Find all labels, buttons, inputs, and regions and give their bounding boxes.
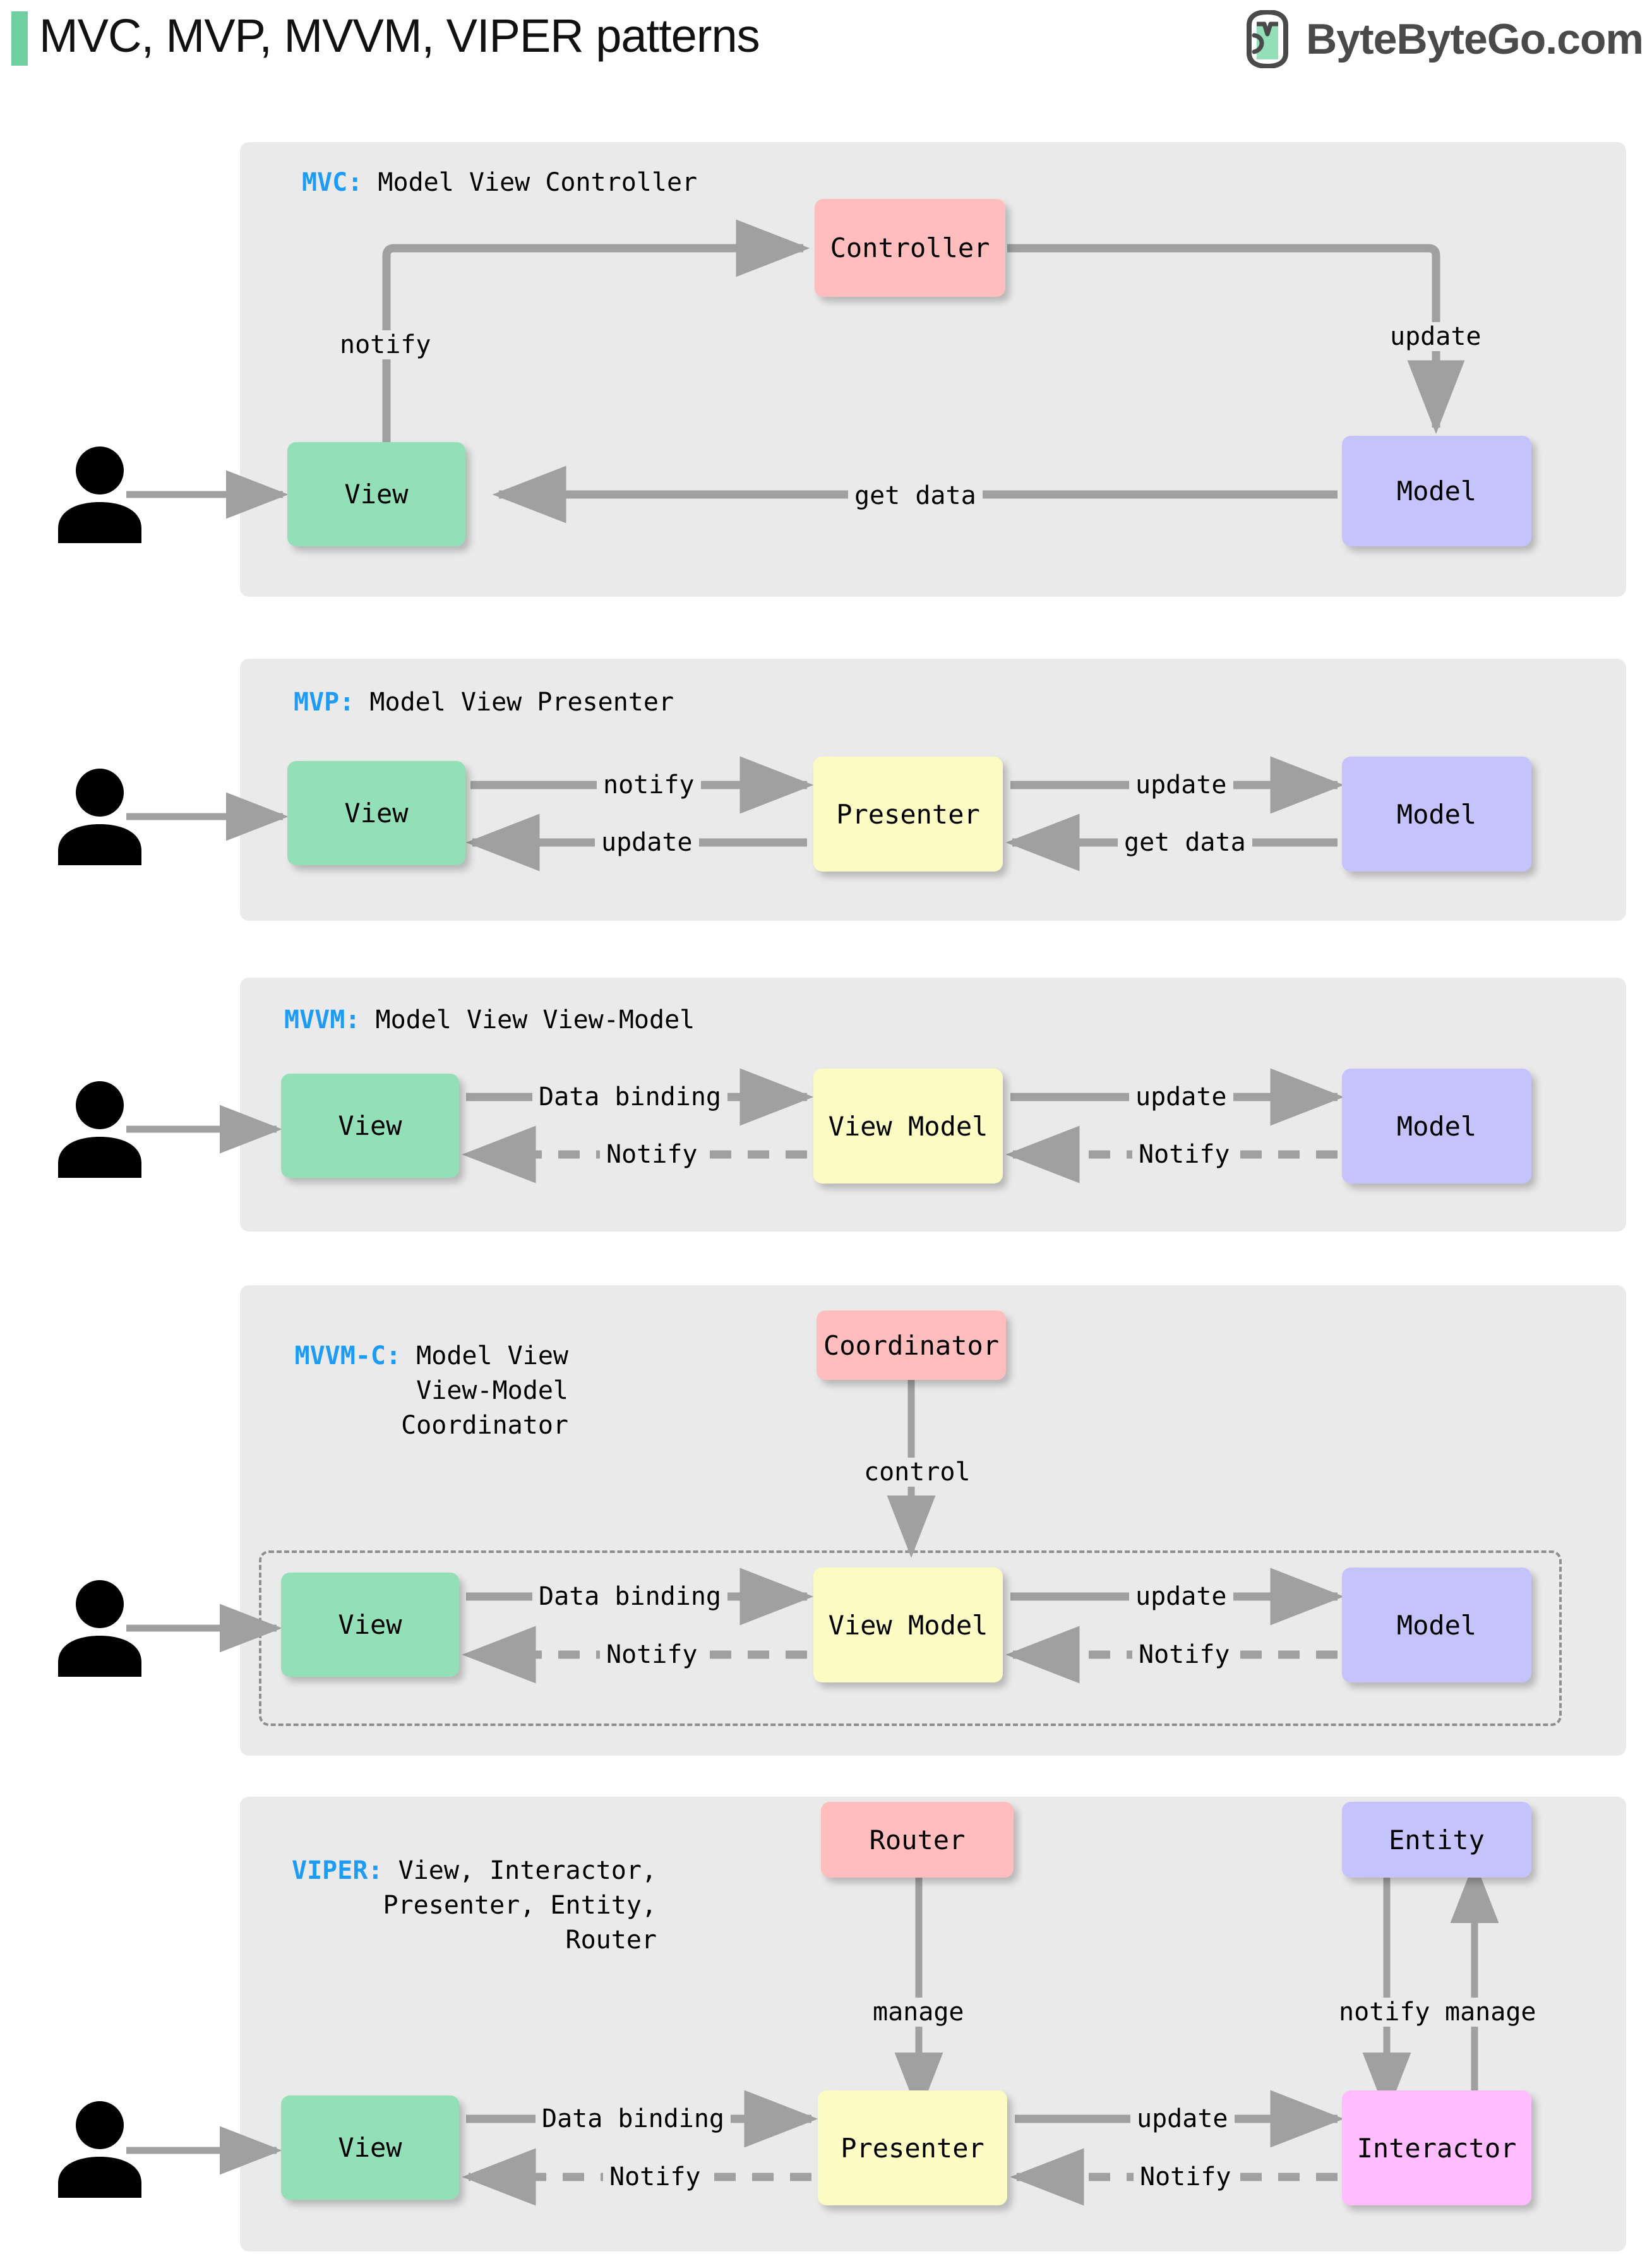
viper-edge-update: update [1130,2104,1235,2133]
node-label: Presenter [841,2132,985,2164]
node-mvvmc-viewmodel[interactable]: View Model [813,1568,1003,1682]
mvvmc-edge-control: control [858,1458,977,1487]
user-icon-mvvmc [58,1580,141,1677]
viper-edge-manage-presenter: manage [866,1998,971,2027]
node-label: View [338,1110,402,1141]
viper-edge-manage-entity: manage [1439,1998,1543,2027]
user-icon-mvc [58,447,141,543]
node-mvvm-model[interactable]: Model [1342,1069,1531,1184]
viper-edge-notify-interactor: notify [1332,1998,1437,2027]
mvc-section-label: MVC: Model View Controller [302,165,697,200]
mvvmc-title-line3: Coordinator [401,1411,568,1440]
viper-abbr: VIPER: [292,1856,383,1885]
node-mvp-presenter[interactable]: Presenter [813,757,1003,872]
mvc-edge-notify: notify [333,330,438,359]
brand-logo: ByteByteGo.com [1243,10,1644,68]
viper-edge-notify-presenter: Notify [1134,2162,1238,2191]
node-label: Model [1396,476,1477,507]
node-mvc-model[interactable]: Model [1342,436,1531,546]
mvvm-edge-notify-view: Notify [600,1140,704,1169]
node-viper-view[interactable]: View [281,2095,459,2200]
mvvm-abbr: MVVM: [284,1005,361,1034]
mvp-edge-update-model: update [1129,770,1233,800]
mvvm-edge-notify-viewmodel: Notify [1132,1140,1236,1169]
node-label: View [338,1609,402,1640]
mvvmc-edge-databinding: Data binding [532,1582,727,1611]
mvp-edge-update-view: update [595,828,699,857]
user-icon-mvvm [58,1081,141,1178]
mvvmc-edge-update: update [1129,1582,1233,1611]
mvp-section-label: MVP: Model View Presenter [294,685,674,720]
mvp-title: Model View Presenter [354,688,674,717]
user-icon-viper [58,2101,141,2198]
node-label: Router [869,1824,966,1855]
node-mvvmc-coordinator[interactable]: Coordinator [817,1310,1006,1380]
node-label: View [344,798,409,829]
node-label: Model [1396,1110,1477,1142]
mvvmc-edge-notify-view: Notify [600,1640,704,1669]
mvvm-title: Model View View-Model [360,1005,695,1034]
mvvm-section-label: MVVM: Model View View-Model [284,1003,695,1038]
mvvmc-edge-notify-viewmodel: Notify [1132,1640,1236,1669]
node-viper-interactor[interactable]: Interactor [1342,2090,1531,2205]
node-mvvm-viewmodel[interactable]: View Model [813,1069,1003,1184]
node-label: Coordinator [823,1329,1000,1361]
bytebytego-logo-icon [1247,10,1289,68]
mvc-abbr: MVC: [302,168,363,197]
node-label: Model [1396,798,1477,830]
node-label: Model [1396,1609,1477,1641]
node-mvc-controller[interactable]: Controller [815,199,1005,297]
node-mvvmc-view[interactable]: View [281,1573,459,1677]
page-title: MVC, MVP, MVVM, VIPER patterns [39,9,760,62]
node-mvvmc-model[interactable]: Model [1342,1568,1531,1682]
node-viper-router[interactable]: Router [821,1802,1014,1878]
viper-edge-notify-view: Notify [603,2162,707,2191]
node-mvvm-view[interactable]: View [281,1074,459,1178]
title-accent-bar [11,11,28,66]
viper-section-label: VIPER: View, Interactor, Presenter, Entit… [265,1854,657,1958]
node-label: Presenter [836,798,980,830]
mvc-title: Model View Controller [362,168,698,197]
brand-name: ByteByteGo.com [1306,15,1644,63]
viper-title-line3: Router [565,1926,657,1955]
mvvm-edge-update: update [1129,1082,1233,1112]
node-label: Controller [830,232,990,263]
user-icon-mvp [58,769,141,865]
mvp-abbr: MVP: [294,688,355,717]
viper-edge-databinding: Data binding [536,2104,731,2133]
mvvmc-title-line2: View-Model [416,1376,568,1405]
node-label: View Model [828,1110,988,1142]
node-label: Entity [1389,1824,1485,1855]
mvc-edge-getdata: get data [848,481,983,510]
mvvmc-title: Model View [401,1341,568,1370]
node-label: View Model [828,1609,988,1641]
mvvmc-abbr: MVVM-C: [294,1341,402,1370]
viper-title: View, Interactor, [383,1856,657,1885]
page-header: MVC, MVP, MVVM, VIPER patterns ByteByteG… [0,0,1652,81]
mvp-edge-notify: notify [597,770,701,800]
node-label: View [338,2132,402,2163]
node-viper-presenter[interactable]: Presenter [818,2090,1007,2205]
node-label: View [344,479,409,510]
node-viper-entity[interactable]: Entity [1342,1802,1531,1878]
node-mvp-model[interactable]: Model [1342,757,1531,872]
mvvm-edge-databinding: Data binding [532,1082,727,1112]
node-mvc-view[interactable]: View [287,442,465,546]
node-label: Interactor [1356,2132,1517,2164]
node-mvp-view[interactable]: View [287,761,465,865]
mvc-edge-update: update [1384,322,1488,351]
viper-title-line2: Presenter, Entity, [383,1891,657,1920]
mvp-edge-getdata: get data [1118,828,1252,857]
